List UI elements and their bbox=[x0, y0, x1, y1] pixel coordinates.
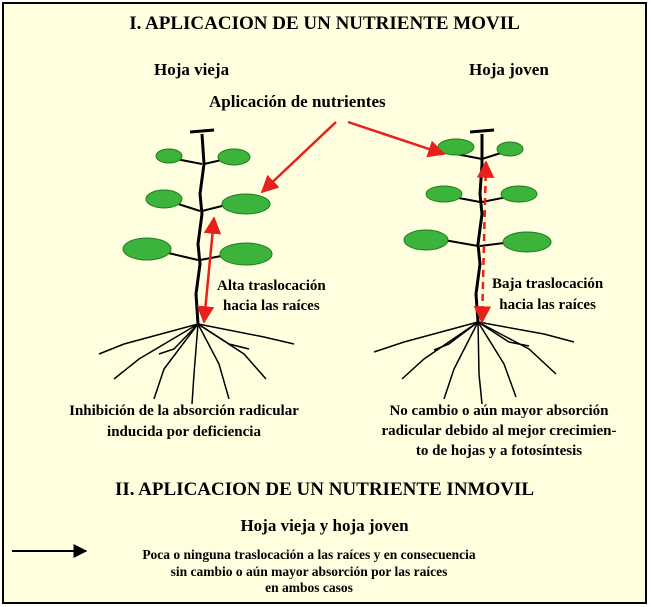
high-translocation-label: Alta traslocación hacia las raíces bbox=[217, 278, 326, 314]
inhibition-text: Inhibición de la absorción radicular ind… bbox=[69, 403, 299, 440]
section2-title: II. APLICACION DE UN NUTRIENTE INMOVIL bbox=[114, 479, 535, 500]
both-leaves-label: Hoja vieja y hoja joven bbox=[240, 516, 409, 535]
summary-text: Poca o ninguna traslocación a las raíces… bbox=[142, 547, 476, 595]
old-leaf-label: Hoja vieja bbox=[154, 60, 230, 79]
plants-illustration bbox=[12, 120, 575, 558]
left-roots bbox=[98, 323, 295, 405]
right-leaves bbox=[403, 138, 552, 253]
right-roots bbox=[373, 321, 575, 405]
section1-title: I. APLICACION DE UN NUTRIENTE MOVIL bbox=[129, 13, 520, 34]
high-translocation-arrow bbox=[196, 216, 222, 324]
young-leaf-label: Hoja joven bbox=[469, 60, 549, 79]
nutrient-application-arrows bbox=[260, 120, 446, 194]
no-change-text: No cambio o aún mayor absorción radicula… bbox=[381, 403, 617, 459]
left-leaves bbox=[122, 148, 273, 266]
low-translocation-label: Baja traslocación hacia las raíces bbox=[492, 276, 604, 313]
low-translocation-arrow bbox=[473, 160, 495, 324]
nutrient-application-label: Aplicación de nutrientes bbox=[209, 92, 386, 111]
